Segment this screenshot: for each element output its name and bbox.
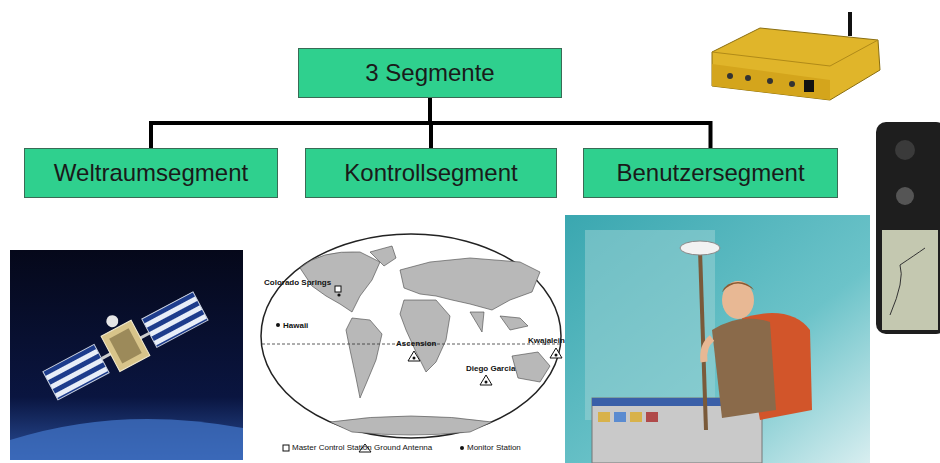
satellite-picture-part — [34, 276, 209, 403]
satellite-picture-part-part — [101, 320, 150, 371]
box-title: Kontrollsegment — [334, 159, 527, 187]
world-map-part — [370, 246, 396, 266]
gps-receiver-part — [767, 78, 773, 84]
gps-receiver-part — [712, 64, 830, 100]
world-map-part — [346, 318, 382, 398]
handheld-gps-part — [876, 122, 940, 334]
surveyor-photo — [565, 215, 870, 463]
satellite-picture-part — [10, 419, 243, 460]
satellite-picture-part-part — [109, 328, 142, 363]
tree-connector — [151, 98, 430, 148]
gps-receiver-part — [712, 40, 878, 66]
gps-receiver-part — [848, 12, 852, 36]
segment-box: Weltraumsegment — [24, 148, 278, 198]
segment-box: Kontrollsegment — [305, 148, 557, 198]
world-map-part — [400, 300, 450, 372]
handheld-gps — [876, 122, 940, 334]
box-title: Benutzersegment — [606, 159, 814, 187]
world-map-part — [480, 375, 492, 385]
gps-receiver-part — [745, 75, 751, 81]
world-map-part — [460, 446, 464, 450]
box-title: 3 Segmente — [355, 59, 504, 87]
connector-line — [430, 98, 711, 148]
world-map-part — [408, 351, 420, 361]
gps-receiver — [712, 12, 880, 100]
surveyor-photo-part — [704, 338, 712, 362]
gps-receiver-part — [804, 80, 814, 92]
segment-box: Benutzersegment — [583, 148, 838, 198]
handheld-gps-part — [882, 230, 938, 330]
handheld-gps-part — [890, 248, 925, 315]
surveyor-photo-part — [646, 412, 658, 422]
station-label: Kwajalein — [528, 337, 565, 345]
surveyor-photo-part — [680, 241, 720, 255]
legend-text: Master Control Station — [292, 444, 372, 452]
surveyor-photo-part — [700, 250, 706, 430]
gps-receiver-part — [789, 81, 795, 87]
satellite-picture-part — [10, 250, 243, 460]
surveyor-photo-part — [712, 318, 776, 418]
world-map-part — [485, 381, 488, 384]
legend-text: Monitor Station — [467, 444, 521, 452]
connector-line — [151, 98, 430, 148]
handheld-gps-part — [896, 187, 914, 205]
station-label: Ascension — [396, 340, 436, 348]
box-title: Weltraumsegment — [44, 159, 258, 187]
world-map-part — [500, 316, 528, 330]
tree-connector — [430, 98, 711, 148]
satellite-picture-part-part — [104, 313, 120, 329]
world-map-part — [470, 312, 484, 332]
surveyor-photo-part — [722, 282, 754, 292]
gps-receiver-part — [712, 28, 880, 100]
satellite-picture-part-part — [43, 344, 109, 399]
station-label: Colorado Springs — [264, 279, 331, 287]
surveyor-photo-part — [630, 412, 642, 422]
world-map-part — [283, 445, 289, 451]
world-map-part — [330, 416, 492, 435]
world-map-part — [512, 352, 550, 382]
surveyor-photo-part — [565, 215, 870, 463]
legend-text: Ground Antenna — [374, 444, 432, 452]
satellite-picture — [10, 250, 243, 460]
world-map — [258, 228, 565, 463]
gps-receiver-part — [727, 73, 733, 79]
station-label: Diego Garcia — [466, 365, 515, 373]
world-map-part — [555, 354, 558, 357]
root-box: 3 Segmente — [298, 48, 562, 98]
surveyor-photo-part — [585, 230, 715, 420]
world-map-part — [258, 228, 565, 463]
handheld-gps-part — [895, 140, 915, 160]
world-map-part — [335, 286, 341, 292]
world-map-part — [337, 293, 340, 296]
world-map-part — [550, 348, 562, 358]
surveyor-photo-part — [598, 412, 610, 422]
satellite-picture-part-part — [142, 292, 208, 347]
surveyor-photo-part — [614, 412, 626, 422]
world-map-part — [276, 323, 280, 327]
world-map-part — [413, 357, 416, 360]
surveyor-photo-part — [722, 281, 754, 319]
world-map-part — [261, 234, 561, 438]
station-label: Hawaii — [283, 322, 308, 330]
